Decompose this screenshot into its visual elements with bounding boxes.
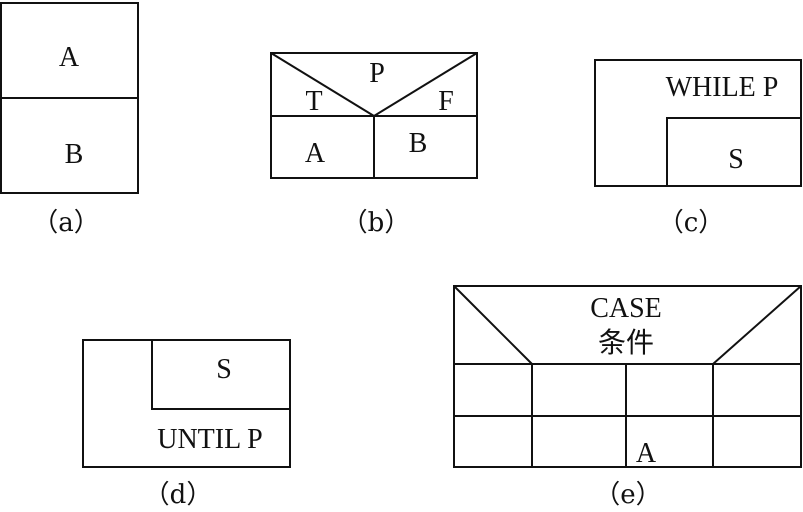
diagram-a-sequence: A B （a） [0,2,139,238]
diagram-e-case: CASE 条件 A （e） [453,285,802,510]
diagram-d-frame [82,339,291,468]
diagram-c-body: S [728,144,744,175]
diagram-b-true-diagonal [270,52,375,117]
diagram-c-while-loop: WHILE P S （c） [594,59,802,238]
diagram-e-caption: （e） [594,480,661,510]
diagram-d-caption: （d） [144,480,213,510]
diagram-a-label-top: A [59,42,80,73]
diagram-d-footer: UNTIL P [157,424,263,455]
diagram-e-frame [453,285,802,468]
diagram-b-false-label: F [438,86,454,117]
diagram-b-right-block: B [409,128,428,159]
diagram-d-until-loop: S UNTIL P （d） [82,339,291,510]
diagram-c-header: WHILE P [666,72,779,103]
diagram-e-right-diagonal [712,285,802,365]
diagram-b-caption: （b） [342,208,411,238]
diagram-b-condition: P [369,58,385,89]
diagram-c-caption: （c） [658,208,725,238]
diagram-d-body: S [216,354,232,385]
diagram-a-label-bottom: B [65,139,84,170]
diagram-b-false-diagonal [373,52,478,117]
diagram-e-header-line1: CASE [590,293,662,324]
diagram-b-left-block: A [305,138,326,169]
diagram-e-left-diagonal [453,285,533,365]
diagram-c-frame [594,59,802,187]
diagram-d-body-border [151,340,290,410]
diagram-b-selection: P T F A B （b） [270,52,478,238]
diagram-e-cell-label: A [636,438,657,469]
diagram-e-header-line2: 条件 [598,326,654,359]
diagram-c-body-border [666,117,801,186]
diagram-a-caption: （a） [32,208,100,238]
diagram-b-true-label: T [305,86,322,117]
